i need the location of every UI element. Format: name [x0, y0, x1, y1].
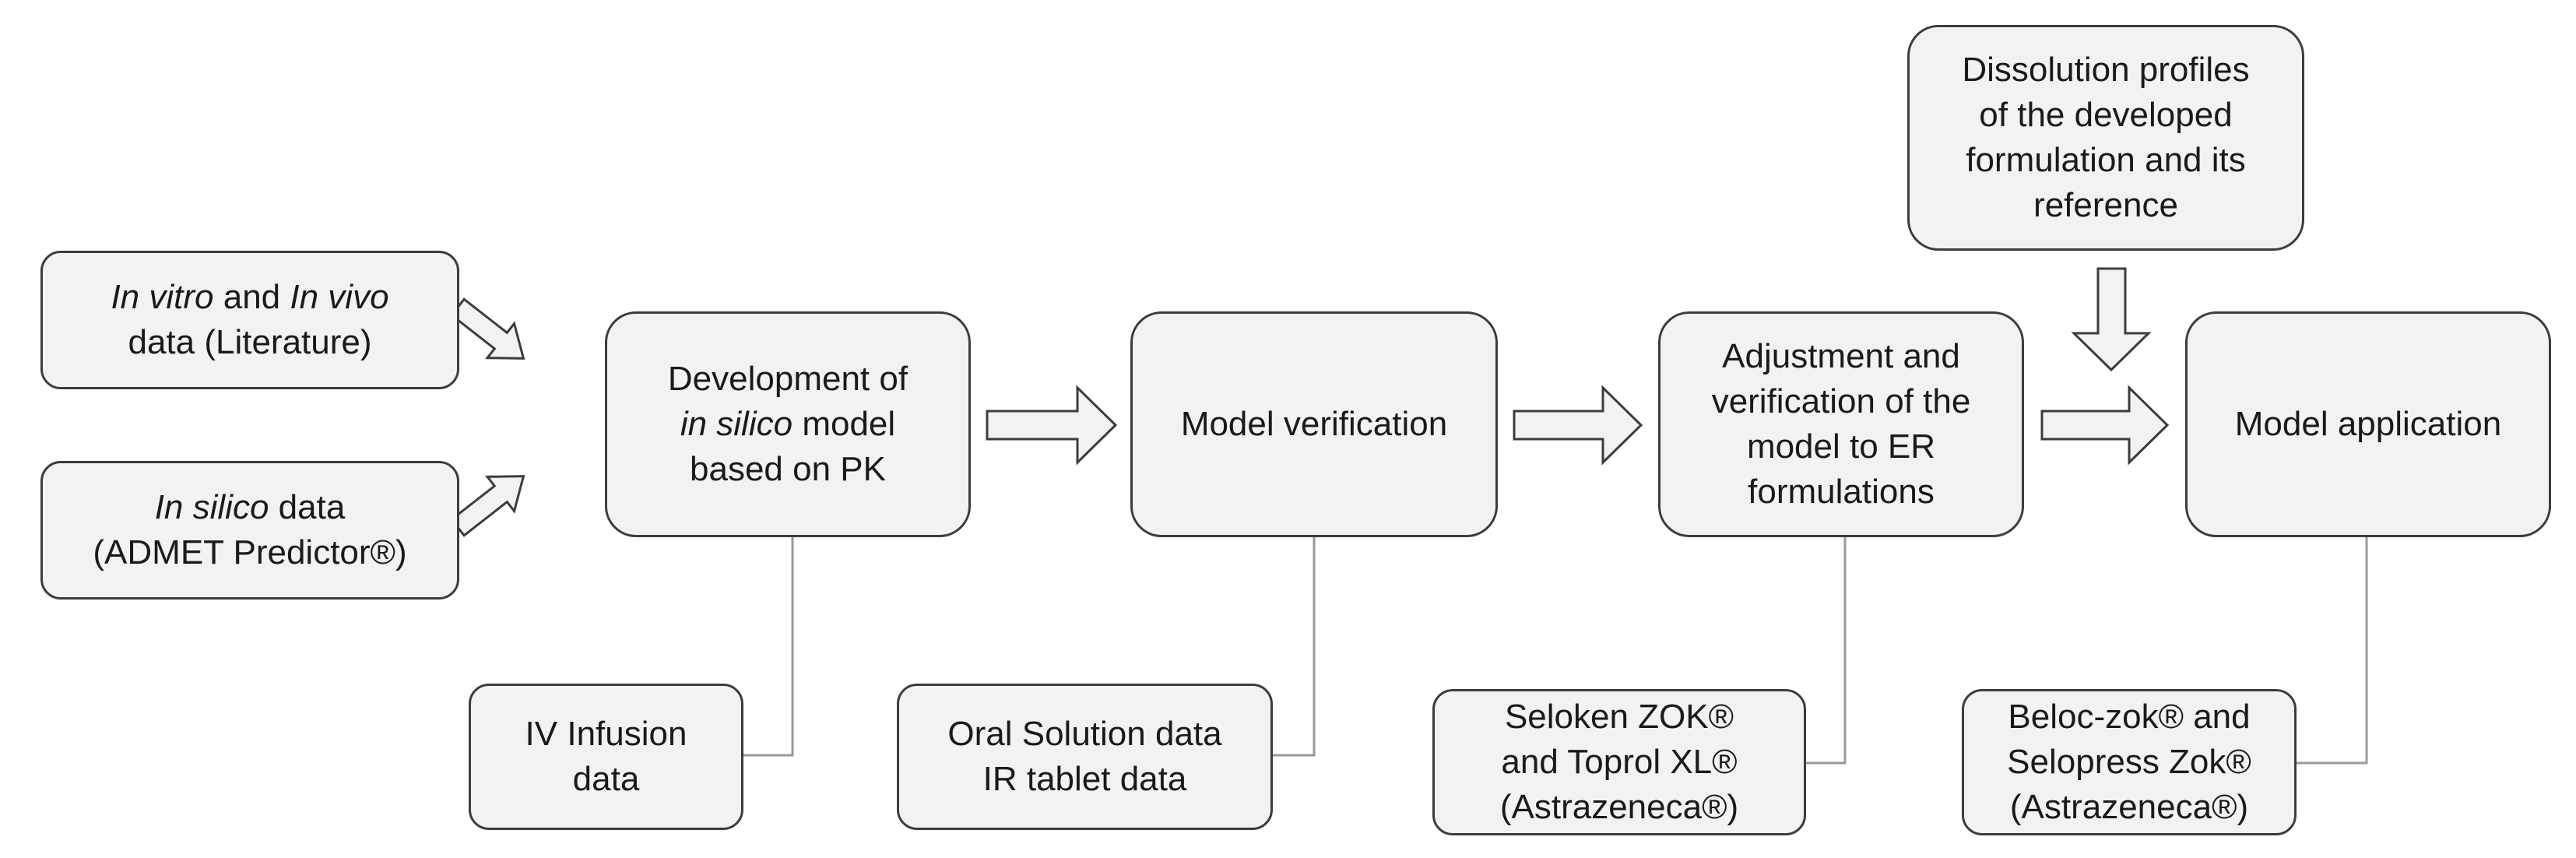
connector-adjustment-seloken: [1806, 537, 1847, 765]
model-verification-box: Model verification: [1130, 311, 1498, 537]
arrow-development-to-verification: [986, 385, 1118, 466]
adjustment-line2: verification of the: [1711, 382, 1971, 420]
connector-application-beloc: [2297, 537, 2368, 765]
iv-infusion-box: IV Infusion data: [469, 684, 743, 830]
oral-line2: IR tablet data: [982, 760, 1187, 798]
application-line1: Model application: [2234, 405, 2502, 443]
development-line2: in silico model: [680, 402, 895, 447]
dissolution-profiles-box: Dissolution profiles of the developed fo…: [1907, 25, 2304, 251]
seloken-line3: (Astrazeneca®): [1499, 788, 1739, 826]
data-text: data: [269, 488, 346, 526]
beloc-selopress-box: Beloc-zok® and Selopress Zok® (Astrazene…: [1962, 689, 2297, 835]
dissolution-line2: of the developed: [1979, 96, 2233, 134]
seloken-line1: Seloken ZOK®: [1504, 698, 1734, 736]
connector-development-iv: [743, 537, 794, 757]
development-box: Development of in silico model based on …: [605, 311, 971, 537]
beloc-line3: (Astrazeneca®): [2009, 788, 2249, 826]
invitro-line1: In vitro and In vivo: [111, 275, 388, 320]
invitro-invivo-data-box: In vitro and In vivo data (Literature): [40, 251, 459, 389]
invitro-line2: data (Literature): [128, 323, 372, 361]
model-application-box: Model application: [2185, 311, 2551, 537]
adjustment-line4: formulations: [1748, 473, 1935, 511]
development-line3: based on PK: [690, 450, 886, 488]
and-text: and: [213, 278, 290, 316]
insilico-term: in silico: [680, 405, 793, 443]
insilico-term: In silico: [154, 488, 269, 526]
seloken-toprol-box: Seloken ZOK® and Toprol XL® (Astrazeneca…: [1432, 689, 1806, 835]
arrow-dissolution-down: [2071, 267, 2152, 372]
oral-solution-box: Oral Solution data IR tablet data: [897, 684, 1273, 830]
dissolution-line1: Dissolution profiles: [1962, 51, 2250, 89]
insilico-data-box: In silico data (ADMET Predictor®): [40, 461, 459, 600]
model-text: model: [792, 405, 896, 443]
iv-line2: data: [572, 760, 640, 798]
iv-line1: IV Infusion: [525, 715, 687, 753]
adjustment-line3: model to ER: [1746, 427, 1936, 466]
insilico-line2: (ADMET Predictor®): [93, 533, 407, 571]
insilico-line1: In silico data: [155, 485, 346, 530]
oral-line1: Oral Solution data: [947, 715, 1222, 753]
beloc-line1: Beloc-zok® and: [2008, 698, 2251, 736]
arrow-insilico-to-development: [450, 475, 525, 537]
adjustment-box: Adjustment and verification of the model…: [1658, 311, 2024, 537]
beloc-line2: Selopress Zok®: [2007, 743, 2251, 781]
connector-verification-oral: [1273, 537, 1316, 757]
verification-line1: Model verification: [1180, 405, 1448, 443]
invitro-term: In vitro: [111, 278, 214, 316]
arrow-verification-to-adjustment: [1513, 385, 1643, 466]
adjustment-line1: Adjustment and: [1722, 337, 1960, 375]
dissolution-line3: formulation and its: [1966, 141, 2246, 179]
dissolution-line4: reference: [2033, 186, 2178, 224]
arrow-adjustment-to-application: [2040, 385, 2170, 466]
development-line1: Development of: [667, 360, 908, 398]
invivo-term: In vivo: [290, 278, 389, 316]
seloken-line2: and Toprol XL®: [1501, 743, 1738, 781]
